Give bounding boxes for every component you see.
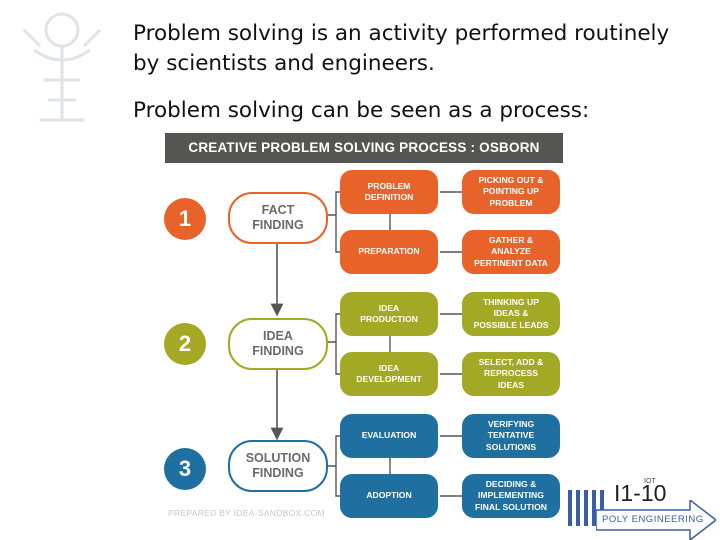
stage-number-1: 1 [164, 198, 206, 240]
stage-number-3: 3 [164, 448, 206, 490]
diagram-banner: CREATIVE PROBLEM SOLVING PROCESS : OSBOR… [165, 133, 563, 163]
step-line: PERTINENT DATA [474, 257, 548, 268]
stage-label-line: IDEA [263, 329, 293, 343]
step-line: IMPLEMENTING [478, 490, 544, 501]
step-line: SOLUTIONS [485, 441, 537, 452]
stage-number-2: 2 [164, 323, 206, 365]
diagram-connectors [270, 191, 462, 497]
step-line: PREPARATION [358, 246, 420, 257]
step-line: THINKING UP [483, 296, 539, 307]
bullet-text-1: Problem solving is an activity performed… [133, 21, 670, 76]
stage-label-line: SOLUTION [245, 451, 311, 465]
stage-label-line: FINDING [252, 218, 304, 232]
step-line: IDEAS & [493, 308, 529, 319]
step-line: PICKING OUT & [478, 174, 544, 185]
step-line: DEFINITION [364, 192, 414, 202]
step-line: FINAL SOLUTION [475, 501, 547, 512]
slide-code: I1-10 [614, 480, 667, 506]
step-line: IDEA [378, 362, 400, 373]
step-evaluation: EVALUATION [340, 414, 438, 458]
step-line: TENTATIVE [487, 430, 535, 441]
step-line: ADOPTION [366, 490, 412, 501]
slide-code-superscript: IOT [644, 478, 656, 485]
stage-label-line: FACT [261, 203, 295, 217]
step-line: PRODUCTION [360, 314, 418, 324]
step-line: REPROCESS [484, 368, 538, 379]
step-line: IDEA [378, 302, 400, 313]
step-adoption: ADOPTION [340, 474, 438, 518]
step-line: DEVELOPMENT [356, 374, 422, 384]
step-preparation: PREPARATION [340, 230, 438, 274]
step-line: ANALYZE [491, 246, 531, 257]
footer-label: POLY ENGINEERING [602, 514, 704, 525]
step-line: IDEAS [497, 379, 525, 390]
diagram-credit: PREPARED BY IDEA-SANDBOX.COM [168, 508, 325, 518]
step-line: POINTING UP [483, 186, 539, 197]
footer-arrow-icon [596, 500, 716, 540]
step-line: PROBLEM [489, 197, 533, 208]
step-line: VERIFYING [487, 418, 535, 429]
step-line: POSSIBLE LEADS [473, 319, 549, 330]
step-line: SELECT, ADD & [478, 356, 544, 367]
bullet-text-2: Problem solving can be seen as a process… [133, 98, 590, 123]
diagram-banner-title: CREATIVE PROBLEM SOLVING PROCESS : OSBOR… [188, 140, 540, 155]
step-line: DECIDING & [485, 478, 537, 489]
step-line: PROBLEM [367, 180, 411, 191]
institution-logo [22, 12, 102, 122]
step-line: GATHER & [488, 234, 534, 245]
step-line: EVALUATION [361, 430, 417, 441]
stage-label-line: FINDING [252, 466, 304, 480]
stage-label-line: FINDING [252, 344, 304, 358]
footer-stripes-icon [568, 490, 604, 526]
